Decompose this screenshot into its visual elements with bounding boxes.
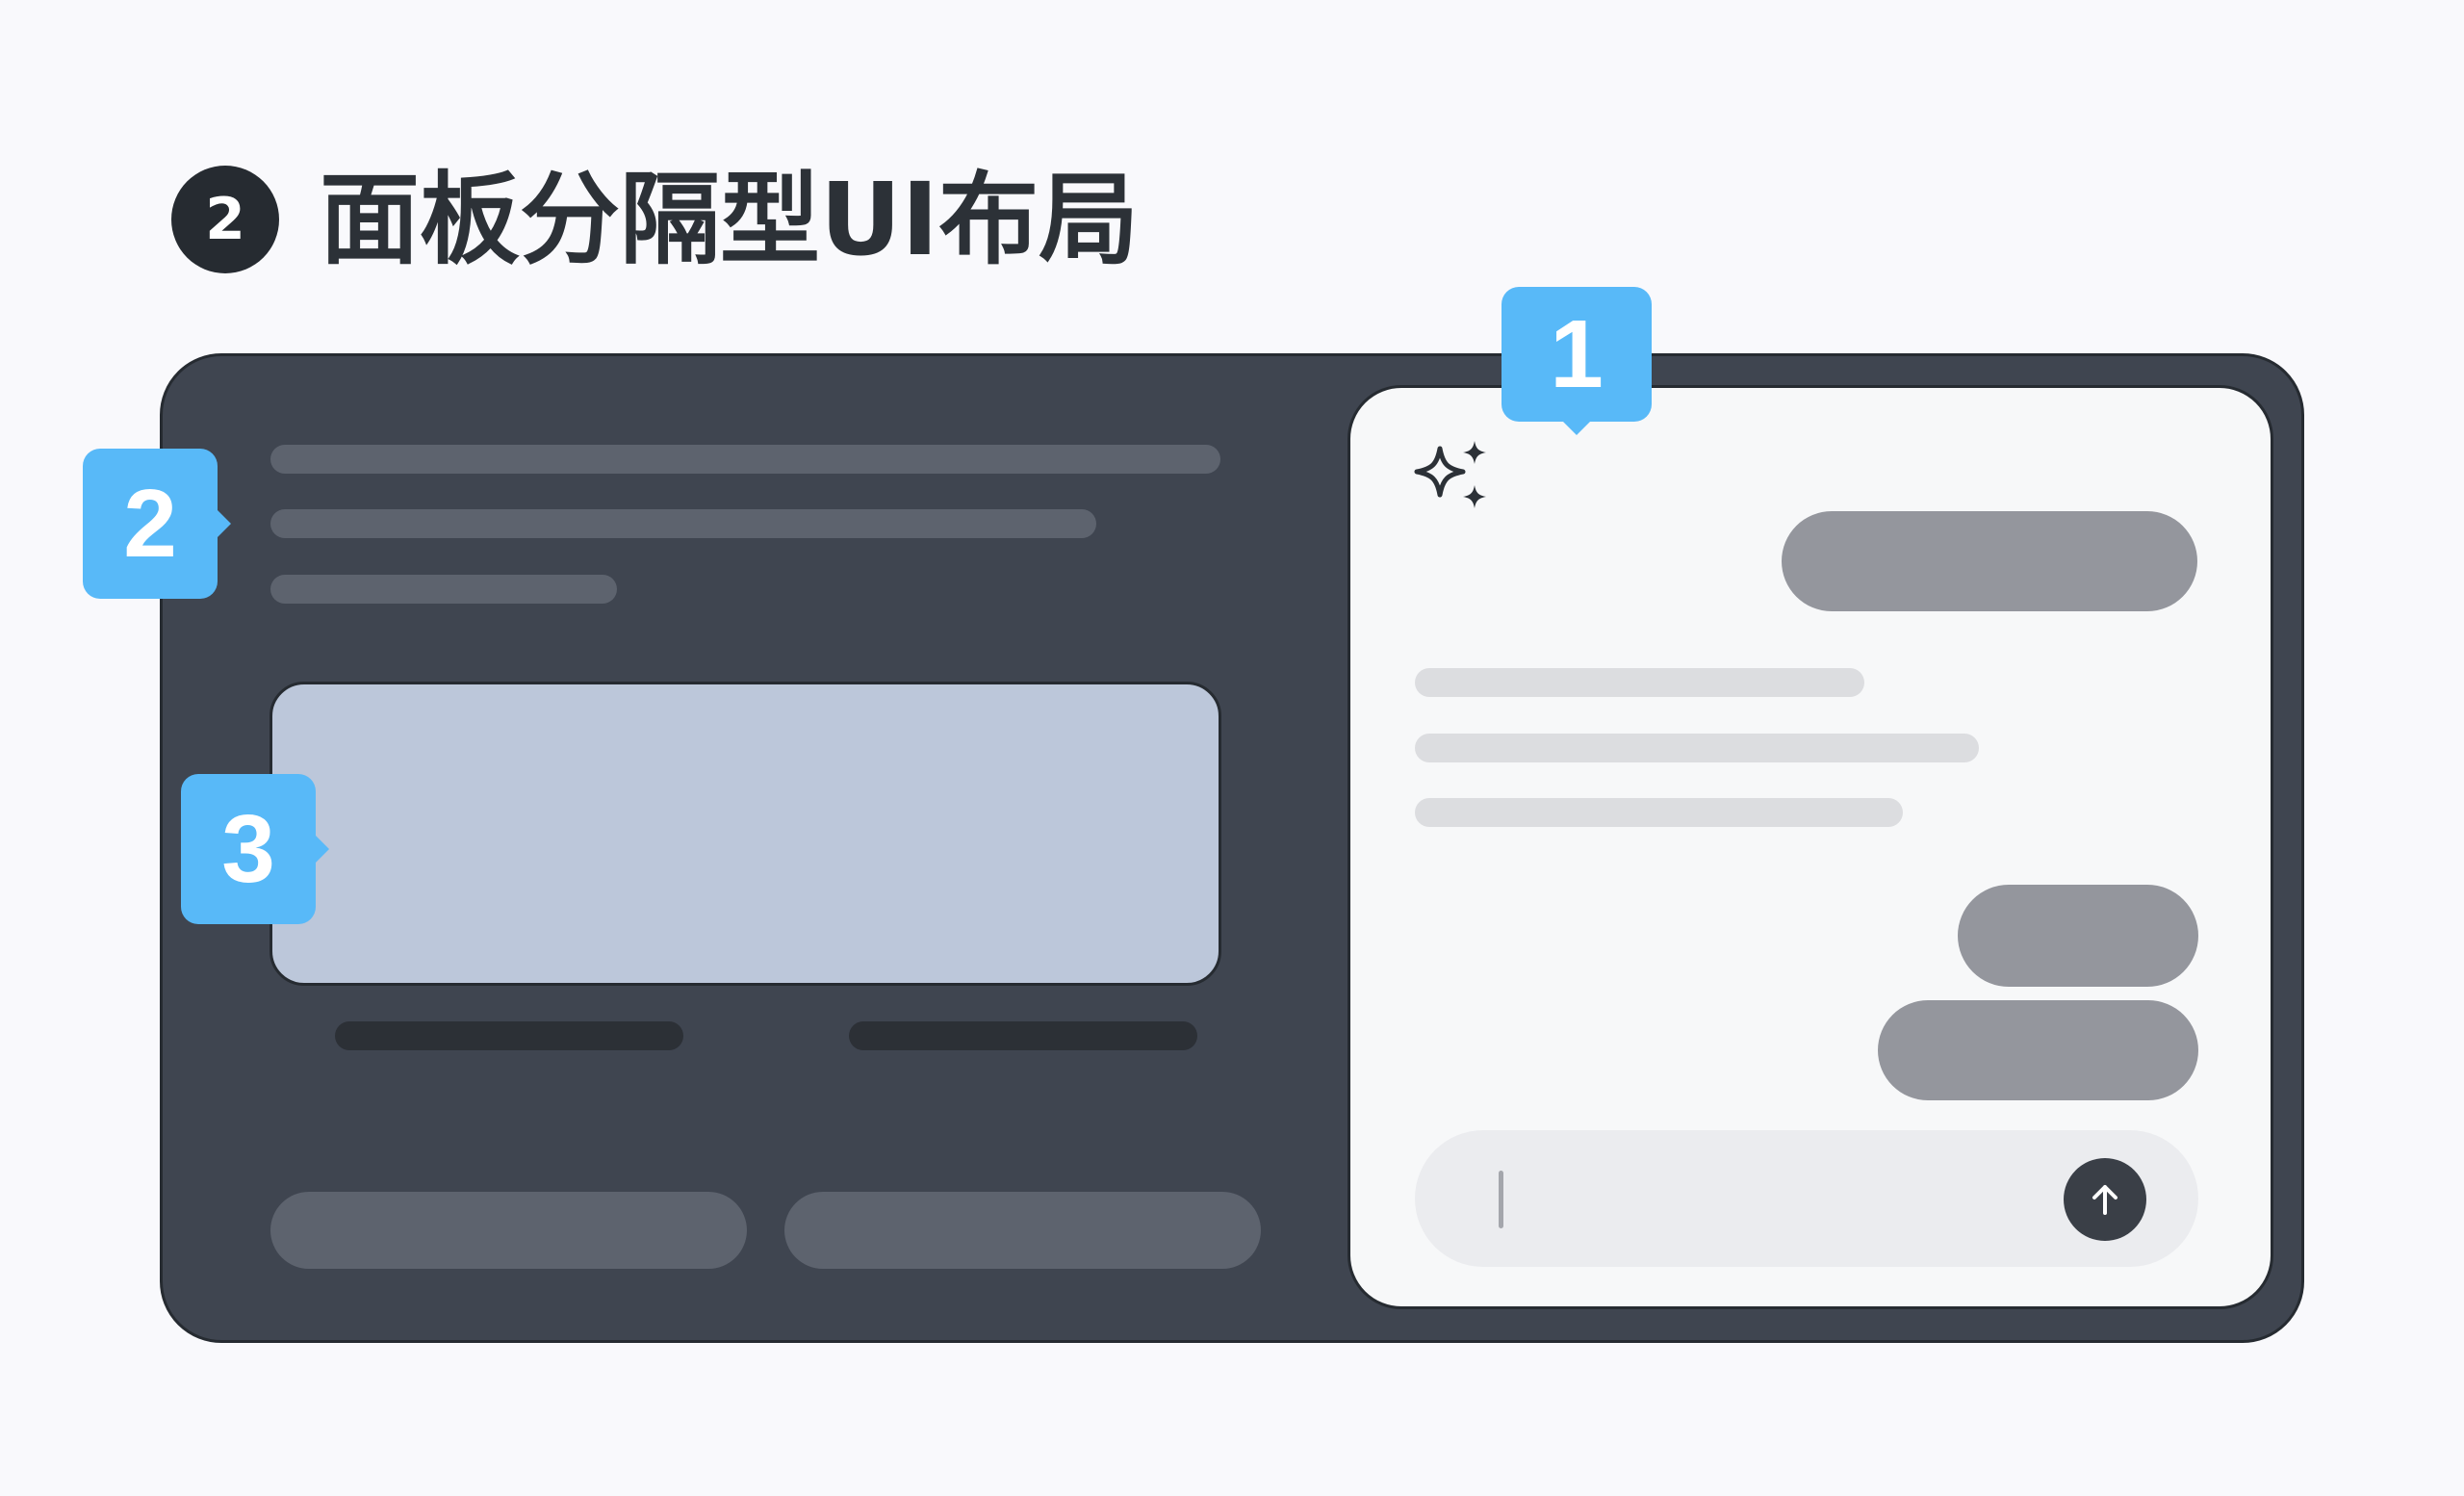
- callout-pointer: [1561, 420, 1592, 435]
- text-line-placeholder: [270, 575, 617, 604]
- callout-number: 3: [221, 795, 275, 903]
- action-button-placeholder[interactable]: [784, 1192, 1261, 1269]
- sparkle-icon: [1411, 437, 1503, 529]
- user-message-bubble: [1782, 511, 2197, 611]
- text-line-placeholder: [270, 509, 1096, 538]
- caption-line-placeholder: [849, 1021, 1197, 1050]
- ai-response-line: [1415, 798, 1903, 827]
- page-title: 面板分隔型UI布局: [320, 161, 1140, 278]
- caption-line-placeholder: [335, 1021, 683, 1050]
- user-message-bubble: [1958, 885, 2198, 987]
- callout-1: 1: [1502, 287, 1652, 435]
- text-line-placeholder: [270, 445, 1220, 474]
- callout-pointer: [216, 508, 231, 539]
- send-button[interactable]: [2064, 1158, 2146, 1241]
- ai-response-line: [1415, 668, 1864, 697]
- action-button-placeholder[interactable]: [270, 1192, 747, 1269]
- callout-number: 1: [1550, 300, 1604, 408]
- ai-response-line: [1415, 734, 1979, 762]
- callout-3: 3: [181, 774, 329, 924]
- callout-2: 2: [83, 449, 231, 599]
- arrow-up-icon: [2092, 1185, 2118, 1215]
- step-number-badge: 2: [171, 166, 279, 273]
- text-cursor: [1499, 1171, 1503, 1228]
- callout-pointer: [314, 834, 329, 864]
- main-content-card[interactable]: [270, 682, 1221, 986]
- user-message-bubble: [1878, 1000, 2198, 1100]
- callout-number: 2: [123, 470, 177, 578]
